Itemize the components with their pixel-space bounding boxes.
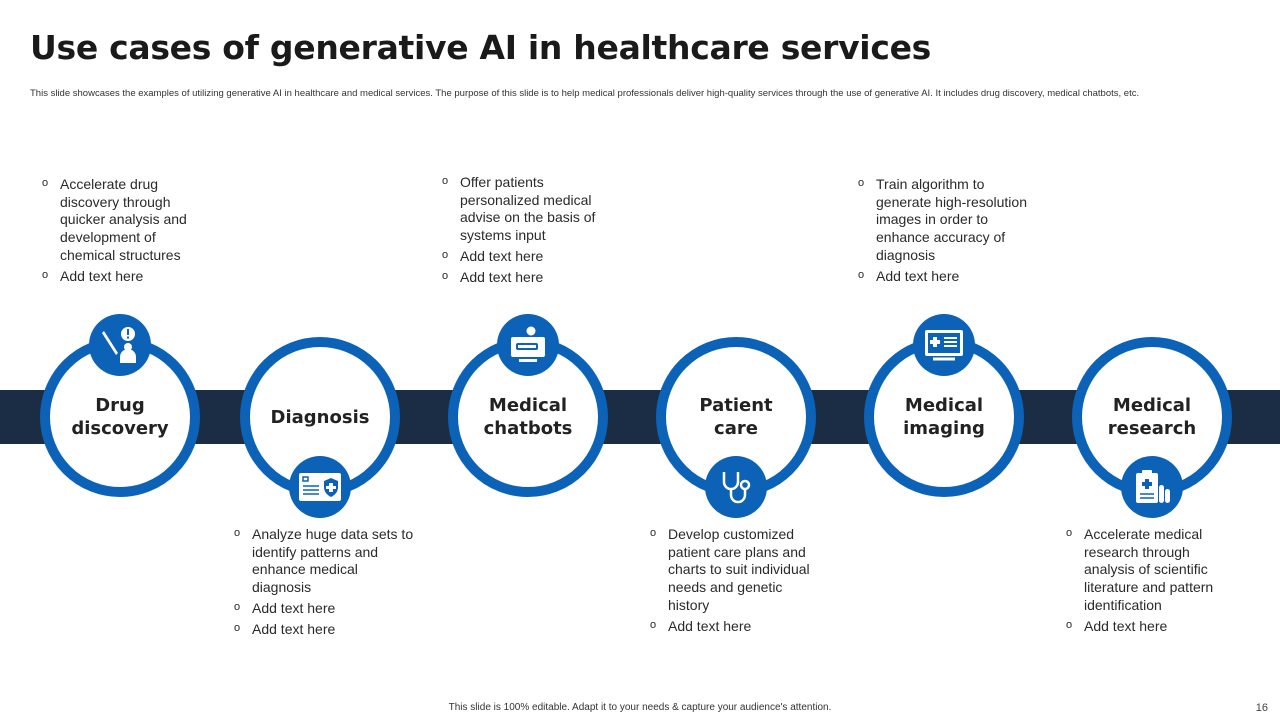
usecase-label: Drug discovery	[71, 395, 169, 439]
usecase-points-drug-discovery: Accelerate drug discovery through quicke…	[42, 175, 212, 288]
medical-monitor-icon	[913, 314, 975, 376]
bullet-point: Add text here	[234, 599, 414, 618]
medical-card-shield-icon	[289, 456, 351, 518]
timeline-band	[0, 390, 1280, 444]
syringe-patient-icon	[89, 314, 151, 376]
usecase-points-medical-research: Accelerate medical research through anal…	[1066, 525, 1236, 638]
bullet-point: Add text here	[442, 247, 617, 266]
doctor-screen-chat-icon	[497, 314, 559, 376]
bullet-point: Analyze huge data sets to identify patte…	[234, 525, 414, 597]
usecase-points-medical-imaging: Train algorithm to generate high-resolut…	[858, 175, 1033, 288]
usecase-label: Medical chatbots	[483, 395, 573, 439]
usecase-label: Patient care	[699, 395, 773, 439]
usecase-points-diagnosis: Analyze huge data sets to identify patte…	[234, 525, 414, 641]
page-number: 16	[1255, 702, 1268, 714]
subtitle: This slide showcases the examples of uti…	[30, 88, 1140, 99]
bullet-point: Add text here	[42, 267, 212, 286]
usecase-label: Medical research	[1107, 395, 1197, 439]
footer-note: This slide is 100% editable. Adapt it to…	[448, 702, 832, 713]
usecase-points-medical-chatbots: Offer patients personalized medical advi…	[442, 173, 617, 289]
bullet-point: Add text here	[858, 267, 1033, 286]
bullet-point: Train algorithm to generate high-resolut…	[858, 175, 1033, 265]
usecase-points-patient-care: Develop customized patient care plans an…	[650, 525, 820, 638]
page-title: Use cases of generative AI in healthcare…	[30, 28, 932, 67]
stethoscope-icon	[705, 456, 767, 518]
usecase-label: Medical imaging	[903, 395, 985, 439]
clipboard-testtube-icon	[1121, 456, 1183, 518]
bullet-point: Add text here	[1066, 617, 1236, 636]
bullet-point: Offer patients personalized medical advi…	[442, 173, 617, 245]
bullet-point: Add text here	[442, 268, 617, 287]
usecase-label: Diagnosis	[270, 406, 370, 428]
bullet-point: Add text here	[650, 617, 820, 636]
bullet-point: Add text here	[234, 620, 414, 639]
bullet-point: Accelerate drug discovery through quicke…	[42, 175, 212, 265]
bullet-point: Develop customized patient care plans an…	[650, 525, 820, 615]
bullet-point: Accelerate medical research through anal…	[1066, 525, 1236, 615]
